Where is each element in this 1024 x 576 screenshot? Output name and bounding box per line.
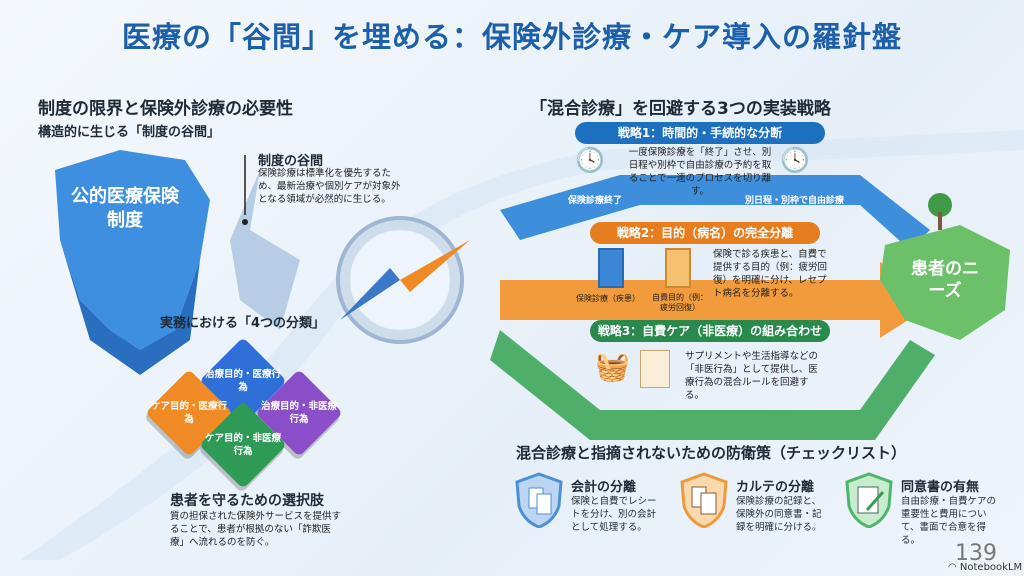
strategy2-body: 保険で診る疾患と、自費で提供する目的（例：疲労回復）を明確に分け、レセプト病名を… (713, 249, 828, 299)
basket-icon: 🧺 (595, 350, 630, 383)
checklist-title: 同意書の有無 (901, 480, 980, 495)
strategy2-left-caption: 保険診療（疾患） (576, 294, 640, 303)
checklist: 会計の分離 保険と自費でレシートを分け、別の会計として処理する。 カルテの分離 … (515, 472, 1015, 552)
brand-label: ◠ NotebookLM (948, 562, 1022, 573)
notebooklm-icon: ◠ (948, 562, 960, 573)
choice-body: 質の担保された保険外サービスを提供することで、患者が根拠のない「詐欺医療」へ流れ… (170, 511, 342, 548)
strategy1-arrow (500, 175, 930, 250)
clipboard-shield-icon (680, 472, 728, 528)
compass-icon (336, 216, 470, 344)
choice-title: 患者を守るための選択肢 (170, 493, 324, 509)
left-heading: 制度の限界と保険外診療の必要性 (38, 99, 293, 119)
canyon-icon (230, 170, 300, 330)
category-label: ケア目的・非医療行為 (204, 433, 281, 457)
goal-island-icon (880, 193, 1010, 340)
strategy3-label: 戦略3：自費ケア（非医療）の組み合わせ (590, 320, 830, 342)
category-label: 治療目的・医療行為 (204, 369, 281, 393)
clock-icon: 🕓 (780, 146, 810, 174)
category-label: ケア目的・医療行為 (150, 401, 227, 425)
receipt-shield-icon (515, 472, 563, 528)
checklist-body: 自由診療・自費ケアの重要性と費用について、書面で合意を得る。 (901, 496, 997, 546)
four-categories: 治療目的・医療行為 ケア目的・医療行為 治療目的・非医療行為 ケア目的・非医療行… (140, 337, 360, 489)
strategy2-label: 戦略2：目的（病名）の完全分離 (590, 222, 820, 244)
page-title: 医療の「谷間」を埋める：保険外診療・ケア導入の羅針盤 (121, 20, 902, 54)
gap-title: 制度の谷間 (258, 154, 324, 169)
right-heading: 「混合診療」を回避する3つの実装戦略 (530, 99, 831, 119)
checklist-title: カルテの分離 (736, 480, 815, 495)
island-label: 公的医療保険制度 (71, 186, 179, 231)
checklist-heading: 混合診療と指摘されないための防衛策（チェックリスト） (516, 444, 907, 462)
checklist-body: 保険診療の記録と、保険外の同意書・記録を明確に分ける。 (736, 496, 822, 533)
island-icon (55, 150, 210, 375)
gap-body: 保険診療は標準化を優先するため、最新治療や個別ケアが対象外となる領域が必然的に生… (258, 168, 401, 205)
signature-shield-icon (845, 472, 893, 528)
strategy3-arrow (490, 330, 935, 440)
categories-heading: 実務における「4つの分類」 (160, 316, 326, 331)
certificate-icon (640, 350, 670, 388)
strategy3-body: サプリメントや生活指導などの「非医行為」として提供し、医療行為の混合ルールを回避… (685, 351, 819, 401)
category-label: 治療目的・非医療行為 (260, 401, 337, 425)
checklist-title: 会計の分離 (571, 480, 637, 495)
strategy1-right-caption: 別日程・別枠で自由診療 (745, 196, 845, 206)
left-subheading: 構造的に生じる「制度の谷間」 (38, 125, 221, 140)
strategy2-right-caption: 自費目的（例：疲労回復） (652, 293, 708, 312)
destination-label: 患者のニーズ (911, 259, 979, 301)
clock-icon: 🕓 (575, 146, 605, 174)
brand-text: NotebookLM (959, 562, 1023, 573)
page-number: 139 (955, 541, 997, 566)
strategy1-body: 一度保険診療を「終了」させ、別日程や別枠で自由診療の予約を取ることで一連のプロセ… (628, 147, 772, 197)
strategy1-left-caption: 保険診療終了 (568, 196, 623, 206)
checklist-body: 保険と自費でレシートを分け、別の会計として処理する。 (571, 496, 657, 533)
door-icon (598, 248, 624, 288)
strategy1-label: 戦略1：時間的・手続的な分断 (575, 122, 825, 144)
door-icon (665, 248, 691, 288)
